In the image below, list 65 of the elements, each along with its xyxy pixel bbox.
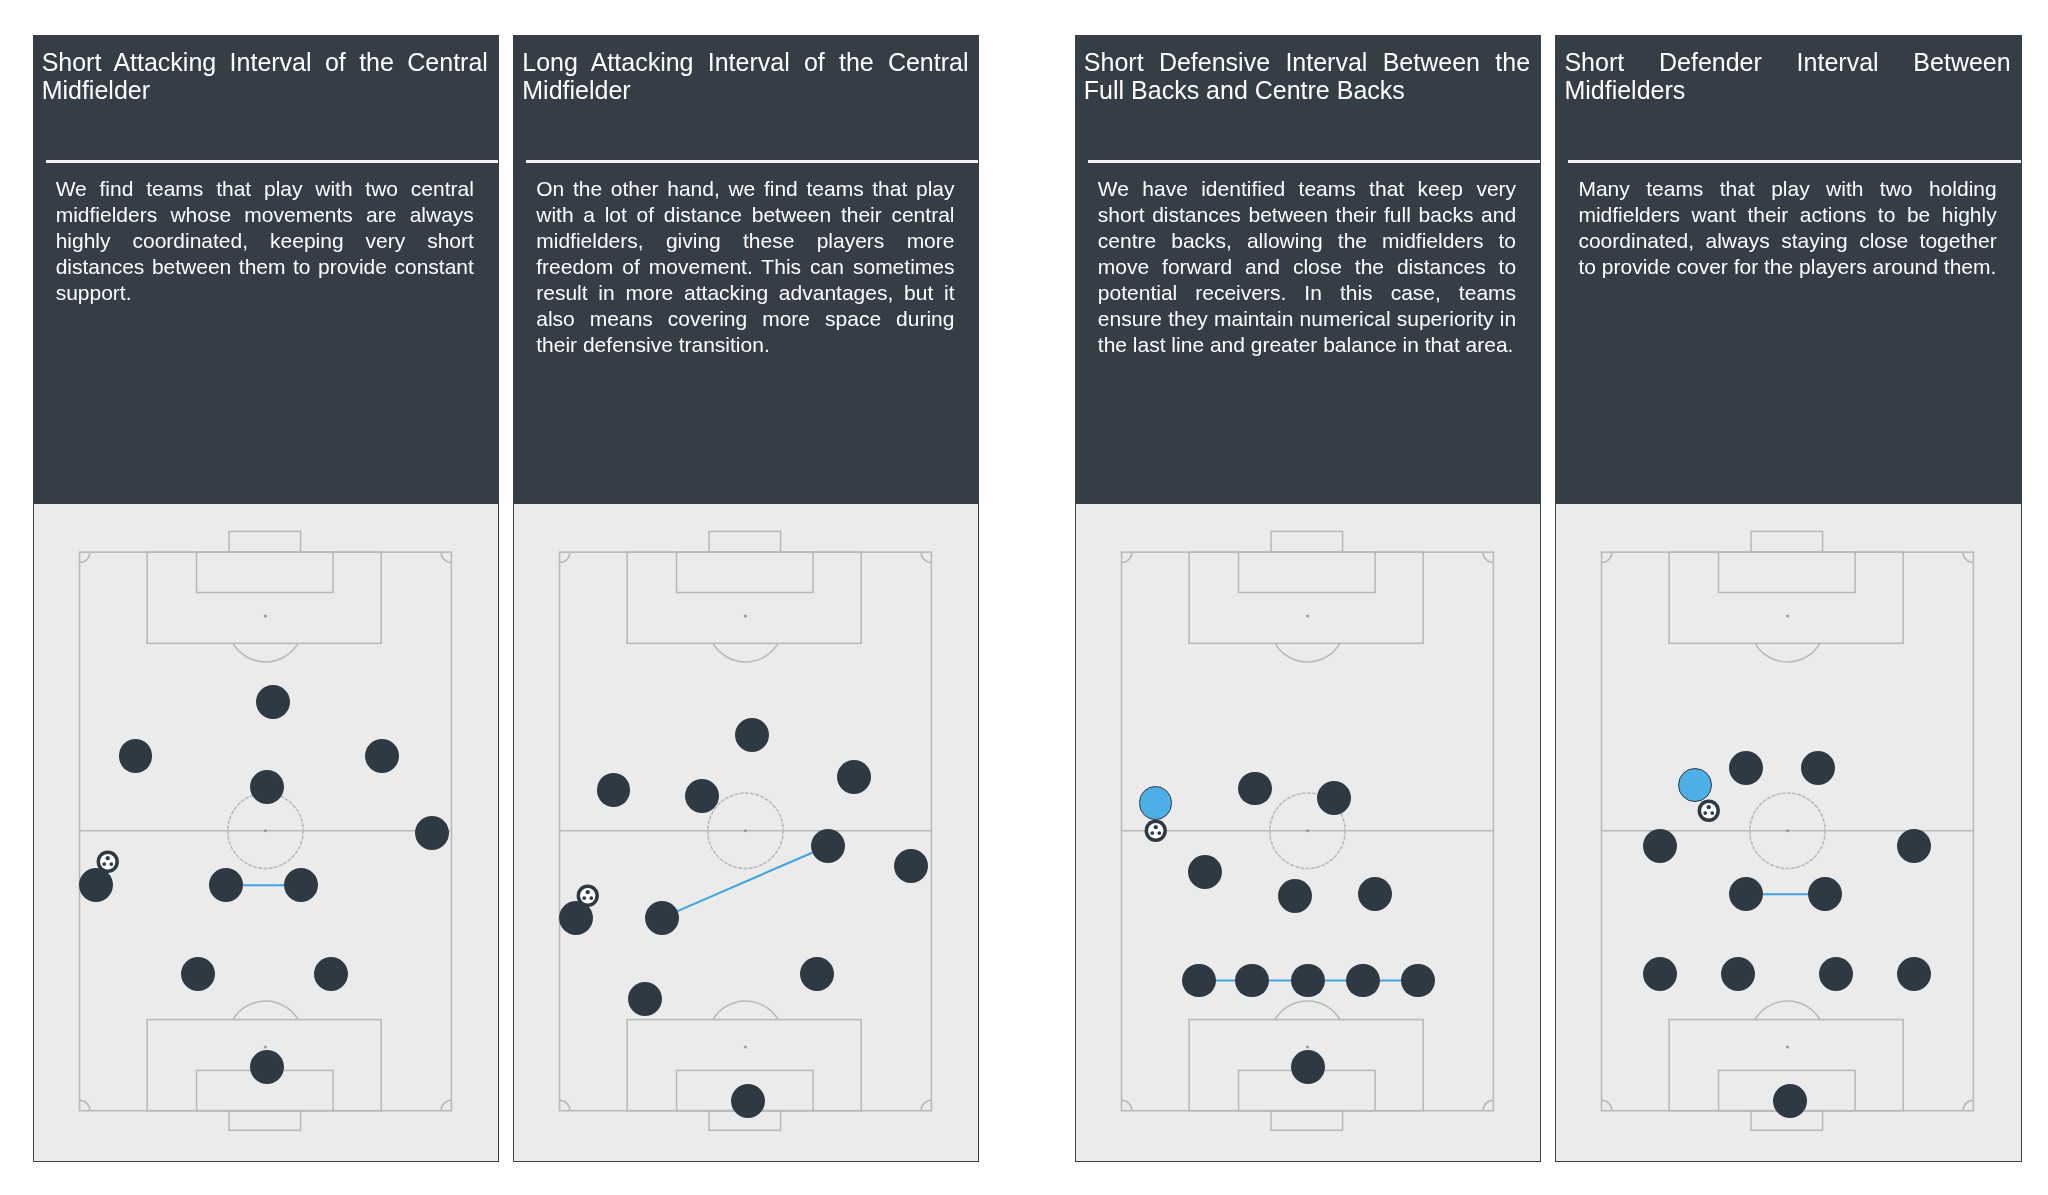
player-marker bbox=[1897, 829, 1932, 863]
player-marker bbox=[181, 956, 216, 991]
player-marker bbox=[734, 717, 769, 752]
player-marker bbox=[1237, 771, 1272, 806]
player-marker bbox=[79, 868, 114, 903]
player-marker bbox=[1728, 877, 1763, 912]
card-title: Long Attacking Interval of the Central Midfielder bbox=[522, 48, 969, 105]
player-marker bbox=[800, 956, 835, 991]
player-marker bbox=[250, 1049, 285, 1084]
player-marker bbox=[1808, 877, 1843, 912]
player-marker bbox=[208, 868, 243, 903]
player-marker bbox=[1800, 750, 1835, 785]
player-marker bbox=[1188, 855, 1223, 890]
player-marker bbox=[255, 685, 290, 720]
player-marker bbox=[250, 770, 285, 805]
card-description: We find teams that play with two central midfielders whose movements are always highly coordinated, keeping very short distances between them to provide constant support. bbox=[55, 176, 474, 307]
player-marker bbox=[685, 779, 720, 814]
card-title: Short Defensive Interval Between the Full Backs and Centre Backs bbox=[1083, 48, 1531, 105]
player-marker bbox=[596, 772, 631, 807]
player-marker bbox=[1181, 963, 1216, 998]
player-marker bbox=[1728, 750, 1763, 785]
player-marker bbox=[644, 900, 679, 935]
player-marker bbox=[1291, 963, 1326, 998]
player-marker bbox=[1317, 780, 1352, 815]
player-marker bbox=[1677, 767, 1712, 802]
player-marker bbox=[1235, 963, 1270, 998]
player-marker bbox=[1897, 956, 1932, 991]
player-marker bbox=[810, 829, 845, 863]
player-marker bbox=[731, 1083, 765, 1118]
player-marker bbox=[415, 815, 449, 850]
tactic-card bbox=[1555, 35, 2022, 1163]
card-description: Many teams that play with two holding midfielders want their actions to be highly coordinated, always staying close together to provide cover for the players around them. bbox=[1578, 176, 1997, 281]
card-title: Short Attacking Interval of the Central Midfielder bbox=[41, 48, 488, 105]
tactic-card bbox=[513, 35, 980, 1163]
player-marker bbox=[1721, 956, 1755, 991]
player-marker bbox=[1401, 963, 1435, 998]
player-marker bbox=[1138, 785, 1173, 820]
player-marker bbox=[627, 981, 662, 1016]
distance-line bbox=[1761, 893, 1810, 896]
player-marker bbox=[1291, 1049, 1326, 1084]
player-marker bbox=[894, 848, 929, 883]
distance-line bbox=[1324, 979, 1348, 982]
player-marker bbox=[1642, 956, 1677, 991]
player-marker bbox=[118, 738, 153, 773]
player-marker bbox=[1278, 878, 1313, 913]
player-marker bbox=[314, 956, 349, 991]
player-marker bbox=[284, 868, 319, 903]
player-marker bbox=[1642, 829, 1677, 863]
card-description: We have identified teams that keep very short distances between their full backs and centre backs, allowing the midfielders to move forward and close the distances to potential receivers. In this case, teams ensure they maintain numerical superiority in the last line and greater balance in that area. bbox=[1097, 176, 1517, 359]
player-marker bbox=[1818, 956, 1853, 991]
distance-line bbox=[676, 851, 814, 913]
player-marker bbox=[836, 759, 871, 794]
tactic-card bbox=[32, 35, 499, 1163]
card-title: Short Defender Interval Between Midfielders bbox=[1564, 48, 2011, 105]
distance-line bbox=[1268, 979, 1293, 982]
player-marker bbox=[1357, 877, 1392, 912]
distance-line bbox=[1379, 979, 1403, 982]
player-marker bbox=[1346, 963, 1381, 998]
distance-line bbox=[241, 884, 286, 887]
player-marker bbox=[1773, 1083, 1808, 1118]
tactic-card bbox=[1074, 35, 1542, 1163]
player-marker bbox=[365, 738, 400, 773]
card-description: On the other hand, we find teams that play with a lot of distance between their central midfielders, giving these players more freedom of movement. This can sometimes result in more attacking advantages, but it also means covering more space during their defensive transition. bbox=[536, 176, 955, 359]
distance-line bbox=[1214, 979, 1237, 982]
player-marker bbox=[558, 900, 593, 935]
